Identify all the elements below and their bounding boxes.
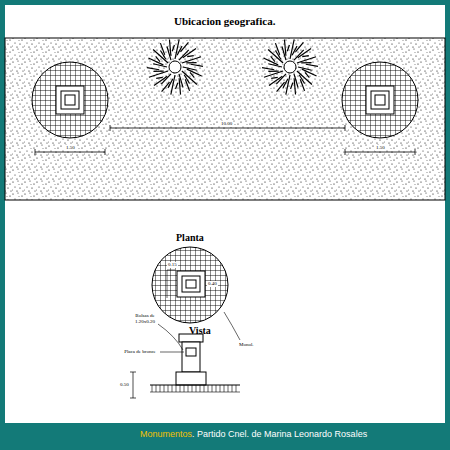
dimension: 0.15: [167, 262, 178, 268]
callout: Monol.: [239, 342, 254, 348]
monument-plan: [32, 62, 418, 138]
dimension: 1.50: [375, 145, 386, 151]
dimension: 0.50: [120, 382, 129, 388]
dimension: 1.50: [65, 145, 76, 151]
dimension: 10.00: [220, 121, 233, 127]
elevation-view: [130, 334, 240, 398]
leader-lines: [158, 312, 240, 352]
plan-detail: [152, 247, 228, 323]
dimension-lines: [35, 125, 415, 155]
section-name: Monumentos: [140, 429, 192, 439]
title: Ubicacion geografica.: [174, 15, 275, 27]
callout: Placa de bronce: [123, 349, 157, 355]
callout: Bolsas de 1.20x0.20: [127, 313, 163, 324]
dimension: 0.40: [207, 281, 218, 287]
place-name: . Partido Cnel. de Marina Leonardo Rosal…: [192, 429, 367, 439]
view-title: Vista: [189, 325, 211, 336]
tree-symbols: [147, 39, 318, 94]
sheet: [5, 5, 445, 423]
stippled-ground: [5, 38, 445, 200]
caption-bar: Monumentos. Partido Cnel. de Marina Leon…: [140, 428, 367, 440]
view-title: Planta: [176, 232, 204, 243]
